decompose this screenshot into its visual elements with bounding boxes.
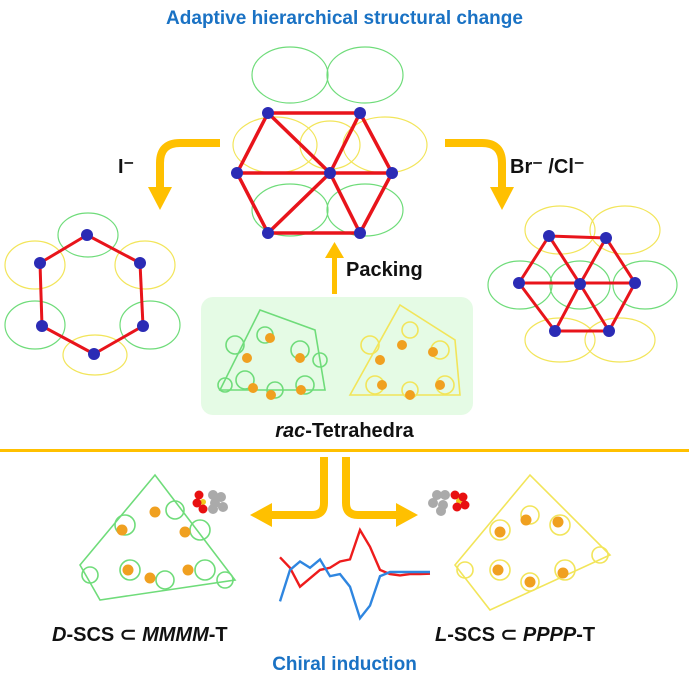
left-mid: -SCS ⊂ <box>66 624 143 646</box>
bottom-title: Chiral induction <box>272 654 417 675</box>
right-mid: -SCS ⊂ <box>447 624 523 646</box>
rac-tetrahedra-label: rac-Tetrahedra <box>0 420 689 443</box>
cd-spectrum <box>278 527 431 621</box>
top-title: Adaptive hierarchical structural change <box>166 8 523 29</box>
yellow-tetrahedron <box>348 303 461 400</box>
split-arrows <box>250 457 418 527</box>
bromide-chloride-label: Br⁻ /Cl⁻ <box>510 156 585 178</box>
green-tetrahedron-mmmm <box>79 473 237 601</box>
section-divider <box>0 449 689 452</box>
red-bonds <box>235 111 394 235</box>
left-prefix: D <box>52 624 67 646</box>
left-hexagon-network <box>4 212 181 376</box>
yellow-tetrahedron-pppp <box>453 473 612 611</box>
d-scs-guest <box>192 490 228 514</box>
l-scs-guest <box>428 490 470 516</box>
green-tetrahedron <box>217 309 328 400</box>
right-suffix: -T <box>576 624 596 646</box>
left-chirality: MMMM <box>142 624 209 646</box>
iodide-label: I⁻ <box>118 156 135 178</box>
packing-arrow <box>325 242 344 294</box>
rac-suffix: -Tetrahedra <box>305 420 414 442</box>
left-complex-label: D-SCS ⊂ MMMM-T <box>52 622 228 647</box>
right-chirality: PPPP <box>522 624 577 646</box>
left-suffix: -T <box>208 624 228 646</box>
right-complex-label: L-SCS ⊂ PPPP-T <box>435 622 595 647</box>
cd-red-curve <box>279 527 431 589</box>
cd-blue-curve <box>278 557 430 621</box>
arrow-to-right <box>445 139 514 210</box>
rac-prefix: rac <box>275 420 306 442</box>
cage-cluster <box>232 46 428 237</box>
right-prefix: L <box>435 624 448 646</box>
packing-label: Packing <box>346 259 423 281</box>
top-network <box>231 46 428 239</box>
right-network <box>487 205 678 363</box>
node-spheres <box>231 107 398 239</box>
arrow-to-left <box>148 139 220 210</box>
